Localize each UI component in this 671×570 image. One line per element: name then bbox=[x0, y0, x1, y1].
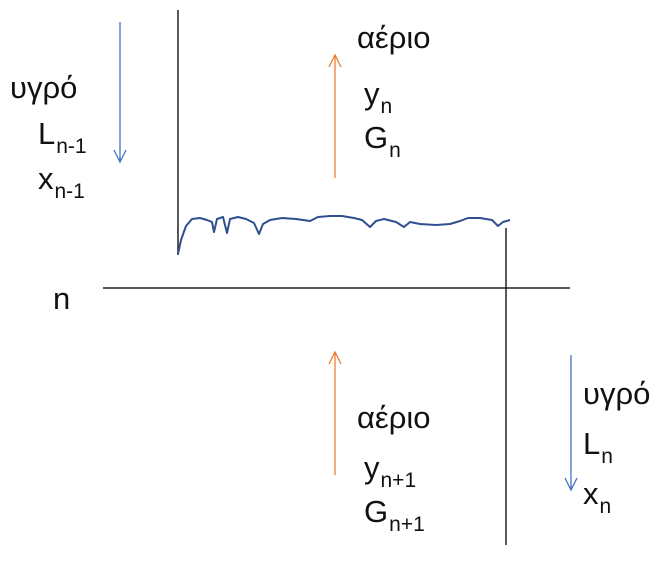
top-left-comp-symbol: x bbox=[38, 161, 54, 196]
bottom-liquid-flow-label: Ln bbox=[583, 426, 613, 467]
bottom-gas-phase-label: αέριο bbox=[357, 400, 431, 435]
top-right-phase-label: αέριο bbox=[357, 20, 431, 55]
bottom-gas-flow-subscript: n+1 bbox=[389, 513, 425, 536]
bottom-gas-comp-label: yn+1 bbox=[364, 450, 416, 491]
bottom-liquid-flow-symbol: L bbox=[583, 426, 601, 461]
top-right-comp-symbol: y bbox=[364, 76, 380, 111]
liquid-surface-line bbox=[177, 215, 511, 255]
bottom-gas-comp-symbol: y bbox=[364, 450, 380, 485]
bottom-liquid-phase-label: υγρό bbox=[583, 376, 651, 411]
stage-label: n bbox=[53, 281, 71, 316]
bottom-liquid-comp-symbol: x bbox=[583, 476, 599, 511]
bottom-gas-comp-subscript: n+1 bbox=[380, 469, 417, 492]
gas-out-arrow bbox=[328, 53, 342, 178]
top-right-comp-label: yn bbox=[364, 76, 392, 117]
top-left-phase-label: υγρό bbox=[10, 70, 78, 105]
bottom-liquid-flow-subscript: n bbox=[601, 445, 613, 468]
top-right-flow-subscript: n bbox=[389, 139, 401, 162]
liquid-in-arrow bbox=[113, 22, 127, 164]
bottom-gas-flow-label: Gn+1 bbox=[364, 494, 425, 535]
gas-in-arrow bbox=[328, 350, 342, 475]
top-left-flow-subscript: n-1 bbox=[56, 135, 87, 158]
bottom-gas-flow-symbol: G bbox=[364, 494, 389, 529]
top-left-flow-label: Ln-1 bbox=[38, 116, 87, 157]
top-right-flow-label: Gn bbox=[364, 120, 401, 161]
top-left-flow-symbol: L bbox=[38, 116, 56, 151]
bottom-liquid-comp-subscript: n bbox=[599, 495, 612, 518]
top-left-comp-subscript: n-1 bbox=[54, 180, 85, 203]
top-right-comp-subscript: n bbox=[380, 95, 393, 118]
top-right-flow-symbol: G bbox=[364, 120, 389, 155]
liquid-out-arrow bbox=[564, 355, 578, 492]
bottom-liquid-comp-label: xn bbox=[583, 476, 611, 517]
top-left-comp-label: xn-1 bbox=[38, 161, 85, 202]
